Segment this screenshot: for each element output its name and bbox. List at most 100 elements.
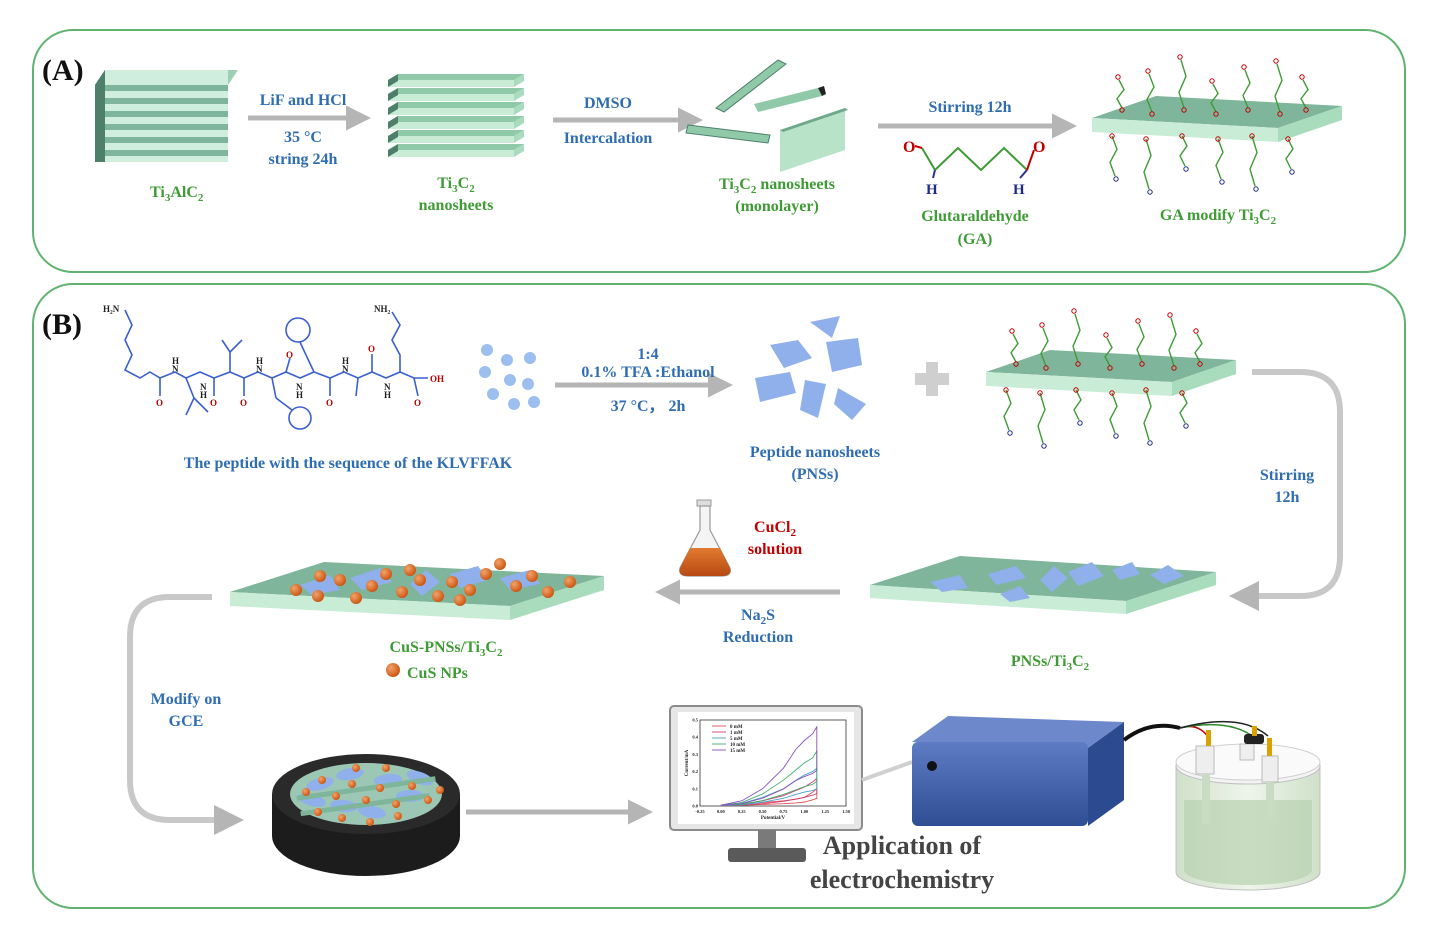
panel-b-label: (B) <box>42 308 82 341</box>
svg-text:H: H <box>926 182 938 198</box>
svg-text:H: H <box>296 390 303 400</box>
ti3alc2-stack <box>95 70 238 162</box>
svg-text:O: O <box>326 398 333 408</box>
monolayer-label-2: (monolayer) <box>735 198 819 215</box>
panel-b-frame <box>32 283 1406 909</box>
cus-np-legend-icon <box>386 663 400 677</box>
cv-xtick-label: 0.25 <box>738 809 747 814</box>
svg-text:O: O <box>210 398 217 408</box>
conditions-label: 37 °C， 2h <box>611 398 686 415</box>
svg-text:H: H <box>1013 182 1025 198</box>
svg-text:NH₂: NH₂ <box>374 304 391 314</box>
electrochemical-workstation <box>912 716 1181 826</box>
cv-ytick-label: 0.3 <box>692 752 698 757</box>
svg-text:N: N <box>342 364 349 374</box>
ti3c2-nanosheets-label: Ti3C2 <box>437 175 475 195</box>
cv-xtick-label: 0.75 <box>779 809 788 814</box>
svg-text:H: H <box>172 356 179 366</box>
svg-text:H₂N: H₂N <box>103 304 120 314</box>
cv-legend-label: 5 mM <box>730 737 743 742</box>
cv-ytick-label: 0.0 <box>692 804 698 809</box>
step1-reagents: LiF and HCl <box>260 92 347 109</box>
step2-process: Intercalation <box>564 130 653 147</box>
cucl2-solution-label: solution <box>748 541 802 558</box>
pns-ti3c2-label: PNSs/Ti3C2 <box>1011 653 1090 673</box>
cv-xtick-label: 0.50 <box>759 809 768 814</box>
cv-xtick-label: -0.25 <box>695 809 705 814</box>
modify-on-label: Modify on <box>151 691 222 708</box>
peptide-atom-labels: H₂N NH₂ OH O O O O O O O N N N H H H N N… <box>103 304 444 408</box>
cv-xtick-label: 1.25 <box>821 809 830 814</box>
peptide-structure <box>123 309 428 430</box>
cus-pns-ti3c2-sheet <box>230 558 604 620</box>
cv-legend-label: 0 mM <box>730 725 743 730</box>
svg-text:H: H <box>256 356 263 366</box>
monolayer-label: Ti3C2 nanosheets <box>719 176 835 196</box>
cus-nps-label: CuS NPs <box>407 665 468 682</box>
step3-stirring: Stirring 12h <box>928 99 1011 116</box>
svg-text:N: N <box>256 364 263 374</box>
cv-chart: -0.25 0.00 0.25 0.50 0.75 1.00 1.25 1.50 0.0 0.1 0… <box>685 718 851 822</box>
arrow-modify-curve <box>127 594 244 835</box>
cv-ytick-label: 0.1 <box>692 786 698 791</box>
cv-xlabel: Potential/V <box>761 816 786 821</box>
svg-text:O: O <box>1033 139 1045 156</box>
ti3c2-multilayer <box>388 74 524 157</box>
pns-label: Peptide nanosheets <box>750 444 880 461</box>
ga-modified-sheet-a <box>1092 54 1342 195</box>
solvent-label: 0.1% TFA :Ethanol <box>581 364 715 381</box>
svg-text:H: H <box>384 390 391 400</box>
svg-text:O: O <box>414 398 421 408</box>
pns-ti3c2-sheet <box>870 556 1216 614</box>
step1-time: string 24h <box>269 151 338 168</box>
stirring-time-label: 12h <box>1275 489 1300 506</box>
svg-text:O: O <box>240 398 247 408</box>
cv-ylabel: Current/mA <box>685 749 690 776</box>
peptide-nanosheets-icon <box>755 316 866 420</box>
gce-label: GCE <box>169 713 204 730</box>
gce-electrode <box>272 754 460 876</box>
cv-legend-label: 10 mM <box>730 743 745 748</box>
cv-ytick-label: 0.2 <box>692 769 698 774</box>
ga-modify-label: GA modify Ti3C2 <box>1160 207 1277 227</box>
cv-xtick-label: 1.50 <box>842 809 851 814</box>
stirring-label: Stirring <box>1260 467 1314 484</box>
svg-text:N: N <box>384 382 391 392</box>
glutaraldehyde-structure: O O H H <box>903 139 1045 198</box>
monitor-cable <box>861 760 913 782</box>
cv-ytick-label: 0.4 <box>692 735 698 740</box>
panel-a-label: (A) <box>42 54 84 87</box>
svg-text:OH: OH <box>430 374 444 384</box>
ga-modified-sheet-b <box>986 308 1236 449</box>
monolayer-sheets <box>685 59 848 172</box>
ti3c2-nanosheets-label-2: nanosheets <box>419 197 494 214</box>
svg-text:O: O <box>903 139 915 156</box>
reduction-label: Reduction <box>723 629 793 646</box>
ga-name: Glutaraldehyde <box>921 208 1029 225</box>
ga-abbr: (GA) <box>958 231 993 248</box>
panel-a-frame <box>32 29 1406 273</box>
cv-xtick-label: 0.00 <box>717 809 726 814</box>
cv-xtick-label: 1.00 <box>800 809 809 814</box>
cv-plot-frame <box>699 719 847 807</box>
cucl2-label: CuCl2 <box>754 519 796 539</box>
svg-text:O: O <box>286 350 293 360</box>
svg-text:H: H <box>200 390 207 400</box>
svg-text:N: N <box>172 364 179 374</box>
arrow-stirring-curve <box>1229 369 1343 611</box>
step2-solvent: DMSO <box>584 95 632 112</box>
application-label-2: electrochemistry <box>810 865 994 894</box>
cv-series-line <box>720 725 818 807</box>
cus-pns-ti3c2-label: CuS-PNSs/Ti3C2 <box>390 639 503 659</box>
na2s-label: Na2S <box>741 607 775 627</box>
peptide-monomer-dots <box>479 344 540 410</box>
application-label-1: Application of <box>823 831 982 860</box>
cv-ytick-label: 0.5 <box>692 718 698 723</box>
plus-icon <box>915 362 949 396</box>
cv-legend-label: 1 mM <box>730 731 743 736</box>
svg-text:O: O <box>368 344 375 354</box>
ratio-label: 1:4 <box>637 346 658 363</box>
svg-text:N: N <box>296 382 303 392</box>
pns-abbr: (PNSs) <box>791 466 838 483</box>
